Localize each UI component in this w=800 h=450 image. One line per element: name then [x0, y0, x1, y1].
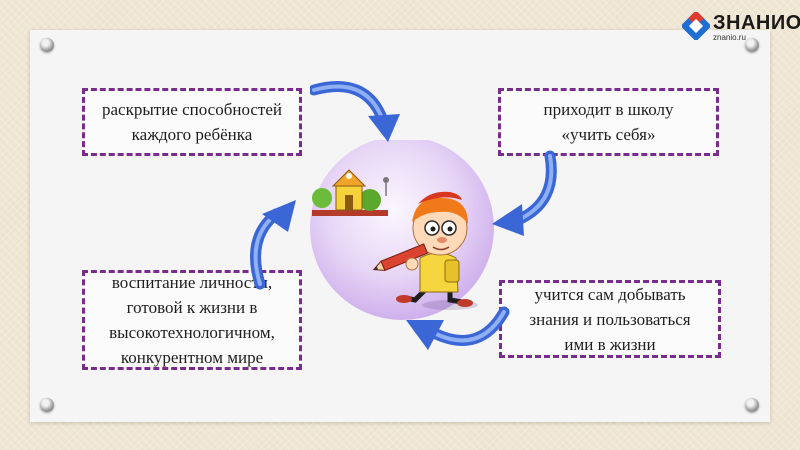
text-box-top-left: раскрытие способностей каждого ребёнка	[82, 88, 302, 156]
text-box-label: учится сам добывать знания и пользоватьс…	[529, 284, 691, 354]
curved-blue-arrow-icon	[250, 200, 296, 290]
text-box-bottom-left: воспитание личности, готовой к жизни в в…	[82, 270, 302, 370]
znanio-logo-mark-icon	[682, 12, 710, 40]
logo-title: ЗНАНИО	[713, 12, 800, 34]
pushpin-icon	[40, 398, 54, 412]
pushpin-icon	[745, 38, 759, 52]
village-icon	[312, 169, 389, 216]
text-box-label: раскрытие способностей каждого ребёнка	[102, 100, 282, 144]
boy-with-pencil-illustration	[310, 140, 494, 320]
text-box-label: приходит в школу «учить себя»	[543, 100, 674, 144]
logo-subtitle: znanio.ru	[713, 33, 746, 42]
text-box-top-right: приходит в школу «учить себя»	[498, 88, 719, 156]
text-box-bottom-right: учится сам добывать знания и пользоватьс…	[499, 280, 721, 358]
pushpin-icon	[745, 398, 759, 412]
boy-figure	[372, 191, 478, 310]
curved-blue-arrow-icon	[492, 150, 557, 236]
pushpin-icon	[40, 38, 54, 52]
curved-blue-arrow-icon	[310, 81, 400, 142]
curved-blue-arrow-icon	[406, 306, 510, 350]
znanio-logo[interactable]: ЗНАНИО znanio.ru	[682, 10, 800, 46]
